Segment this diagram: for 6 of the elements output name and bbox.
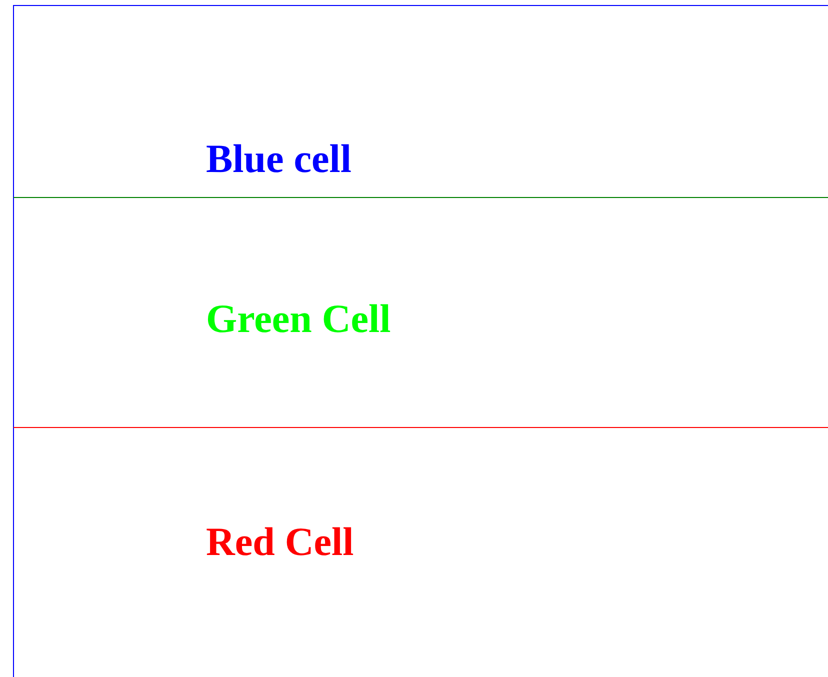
cell-text: Green Cell [206,299,391,339]
cell-text: Red Cell [206,522,354,562]
table-row [13,427,828,677]
table-row [13,5,828,197]
cell-text: Blue cell [206,139,352,179]
table-row [13,197,828,427]
